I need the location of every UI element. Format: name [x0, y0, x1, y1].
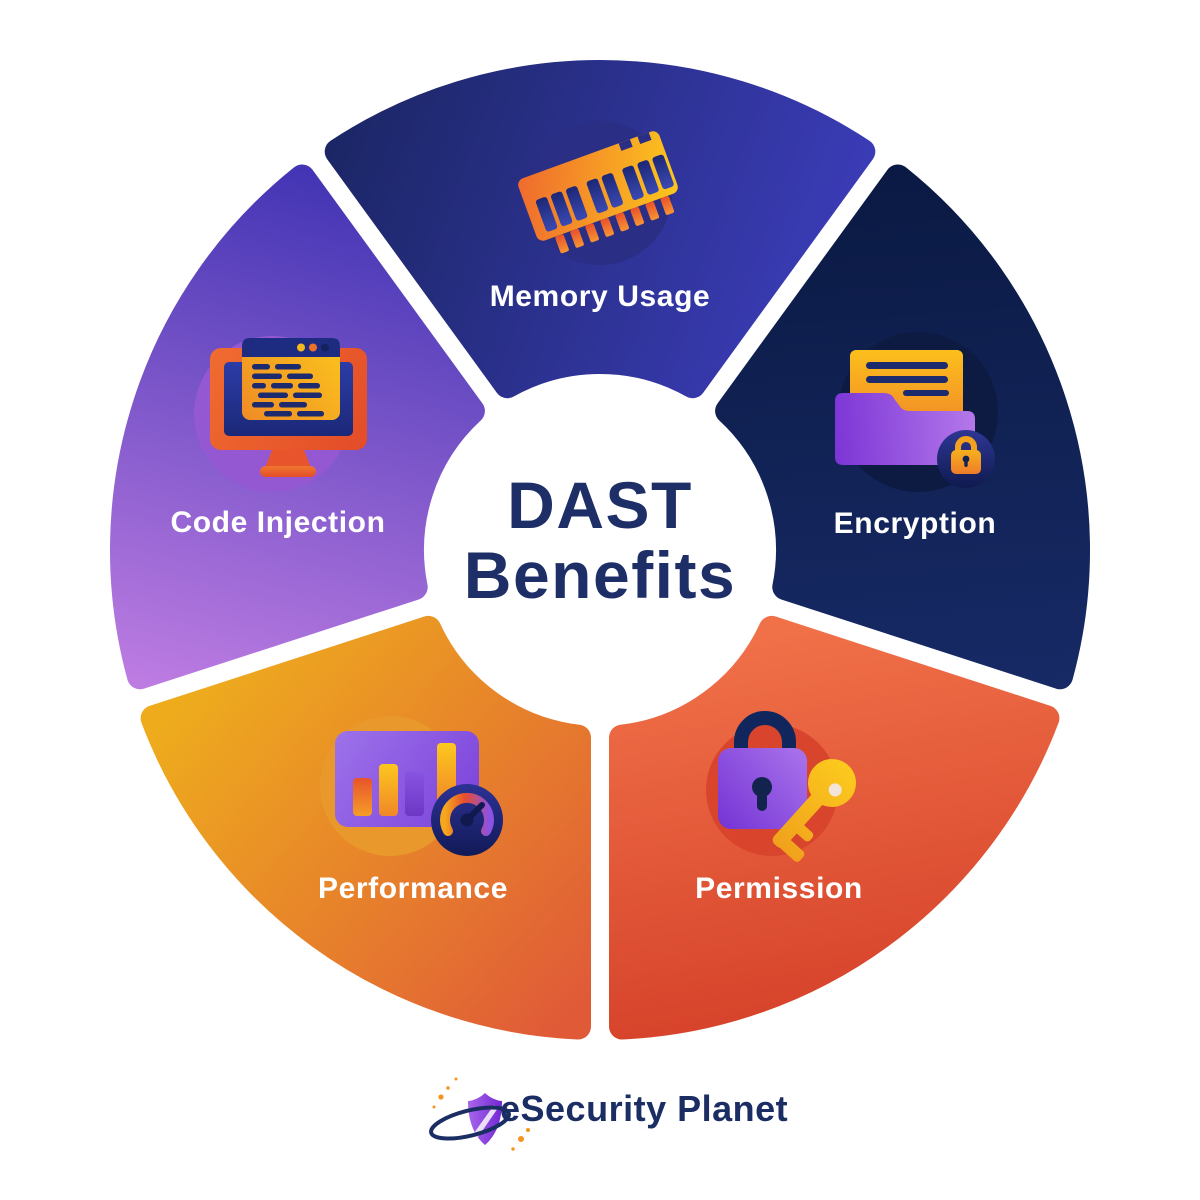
segment-label-code-injection: Code Injection	[170, 506, 385, 539]
segment-permission: Permission	[609, 615, 1060, 1040]
segment-permission-wedge	[609, 615, 1060, 1040]
lock-and-key-icon	[718, 711, 856, 862]
title-line-1: DAST	[507, 468, 693, 542]
segment-label-encryption: Encryption	[834, 507, 997, 540]
brand-name: eSecurity Planet	[500, 1088, 788, 1129]
bar-chart-gauge-icon	[335, 731, 503, 856]
segment-performance: Performance	[140, 615, 591, 1040]
segment-label-permission: Permission	[695, 872, 863, 905]
ram-chip-icon	[518, 131, 678, 254]
segment-code-injection: Code Injection	[109, 164, 485, 690]
segment-encryption: Encryption	[715, 164, 1091, 690]
segment-memory-usage: Memory Usage	[324, 60, 876, 399]
segment-label-memory-usage: Memory Usage	[490, 280, 711, 313]
title-line-2: Benefits	[464, 538, 736, 612]
segment-label-performance: Performance	[318, 872, 508, 905]
brand-logo: eSecurity Planet	[429, 1077, 788, 1151]
monitor-code-icon	[210, 338, 367, 477]
shield-icon	[429, 1077, 530, 1151]
locked-folder-icon	[835, 350, 995, 488]
center-title: DAST Benefits	[464, 468, 736, 612]
